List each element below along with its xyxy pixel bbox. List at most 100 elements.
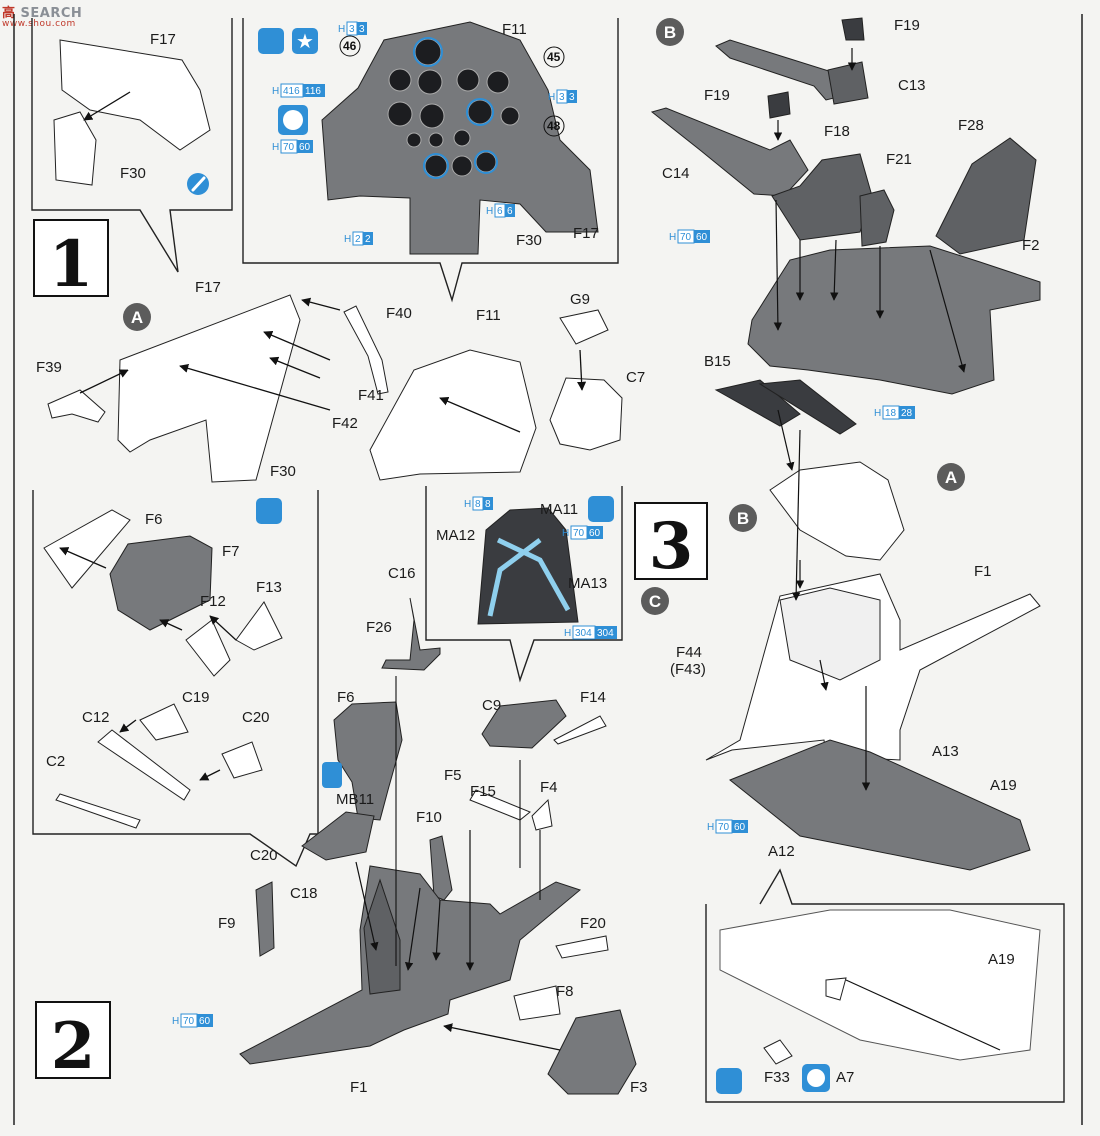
svg-text:3: 3 <box>569 92 575 103</box>
svg-text:H: H <box>464 499 471 510</box>
label-C20: C20 <box>250 847 278 864</box>
label-F11-detail: F11 <box>502 21 527 38</box>
svg-text:H: H <box>272 86 279 97</box>
svg-text:H: H <box>707 822 714 833</box>
label-A19: A19 <box>990 777 1017 794</box>
label-F26: F26 <box>366 619 392 636</box>
svg-text:8: 8 <box>475 499 481 510</box>
svg-text:H: H <box>338 24 345 35</box>
label-F41: F41 <box>358 387 384 404</box>
label-F10: F10 <box>416 809 442 826</box>
label-F30: F30 <box>270 463 296 480</box>
svg-text:60: 60 <box>734 822 746 833</box>
gauge-marker-45: 45 <box>547 50 561 64</box>
step-1: F17 F30 ★ 46 45 48 F11 F17 F30 <box>31 18 645 483</box>
label-C13: C13 <box>898 77 926 94</box>
label-A19-detail: A19 <box>988 951 1015 968</box>
label-F12: F12 <box>200 593 226 610</box>
label-C2: C2 <box>46 753 65 770</box>
svg-text:H: H <box>344 234 351 245</box>
svg-text:2: 2 <box>355 234 361 245</box>
label-MA13: MA13 <box>568 575 607 592</box>
svg-text:60: 60 <box>199 1016 211 1027</box>
label-G9: G9 <box>570 291 590 308</box>
label-F40: F40 <box>386 305 412 322</box>
label-A12: A12 <box>768 843 795 860</box>
label-A13: A13 <box>932 743 959 760</box>
gauge-marker-48: 48 <box>547 119 561 133</box>
svg-text:H: H <box>272 142 279 153</box>
label-F17: F17 <box>195 279 221 296</box>
svg-text:18: 18 <box>885 408 897 419</box>
label-A7: A7 <box>836 1069 854 1086</box>
svg-text:2: 2 <box>365 234 371 245</box>
label-F28: F28 <box>958 117 984 134</box>
label-F6-detail: F6 <box>145 511 163 528</box>
label-F15: F15 <box>470 783 496 800</box>
paint-brush-icon <box>258 28 284 54</box>
label-C16: C16 <box>388 565 416 582</box>
svg-text:60: 60 <box>589 528 601 539</box>
label-F11: F11 <box>476 307 501 324</box>
lower-wing-A19 <box>729 739 1031 871</box>
label-F5: F5 <box>444 767 462 784</box>
step-number-1: 1 <box>49 227 94 302</box>
svg-text:H: H <box>564 628 571 639</box>
svg-text:70: 70 <box>573 528 585 539</box>
label-F1: F1 <box>350 1079 368 1096</box>
svg-text:H: H <box>669 232 676 243</box>
svg-text:60: 60 <box>299 142 311 153</box>
label-F6: F6 <box>337 689 355 706</box>
paint-brush-icon <box>256 498 282 524</box>
label-C20-detail: C20 <box>242 709 270 726</box>
svg-text:304: 304 <box>575 628 592 639</box>
label-C7: C7 <box>626 369 645 386</box>
label-F18: F18 <box>824 123 850 140</box>
label-C12: C12 <box>82 709 110 726</box>
step-3: B F19 C13 F19 F18 F21 F28 C14 F2 B15 A B… <box>634 17 1065 1103</box>
label-F9: F9 <box>218 915 236 932</box>
svg-text:3: 3 <box>359 24 365 35</box>
label-F19: F19 <box>704 87 730 104</box>
label-F7: F7 <box>222 543 240 560</box>
svg-text:3: 3 <box>559 92 565 103</box>
svg-text:H: H <box>562 528 569 539</box>
marker-B-step3b: B <box>737 509 749 528</box>
label-F3: F3 <box>630 1079 648 1096</box>
svg-text:3: 3 <box>349 24 355 35</box>
label-F42: F42 <box>332 415 358 432</box>
marker-B-step3: B <box>664 23 676 42</box>
svg-text:H: H <box>874 408 881 419</box>
paint-code-h70: H 70 60 <box>707 819 748 834</box>
label-F20: F20 <box>580 915 606 932</box>
svg-text:60: 60 <box>696 232 708 243</box>
svg-text:70: 70 <box>183 1016 195 1027</box>
label-C18: C18 <box>290 885 318 902</box>
svg-text:H: H <box>172 1016 179 1027</box>
decal-star-icon <box>292 28 318 54</box>
paint-code-h70: H 70 60 <box>562 525 603 540</box>
label-F39: F39 <box>36 359 62 376</box>
label-F14: F14 <box>580 689 606 706</box>
svg-text:28: 28 <box>901 408 913 419</box>
label-MA11: MA11 <box>540 501 578 518</box>
label-F17-panel: F17 <box>573 225 599 242</box>
label-F21: F21 <box>886 151 912 168</box>
label-B15: B15 <box>704 353 731 370</box>
marker-C: C <box>649 592 661 611</box>
svg-text:6: 6 <box>497 206 503 217</box>
label-F30-panel: F30 <box>516 232 542 249</box>
paint-drop-icon <box>322 762 342 788</box>
svg-text:70: 70 <box>718 822 730 833</box>
label-F43: (F43) <box>670 661 706 678</box>
svg-text:116: 116 <box>305 86 321 97</box>
